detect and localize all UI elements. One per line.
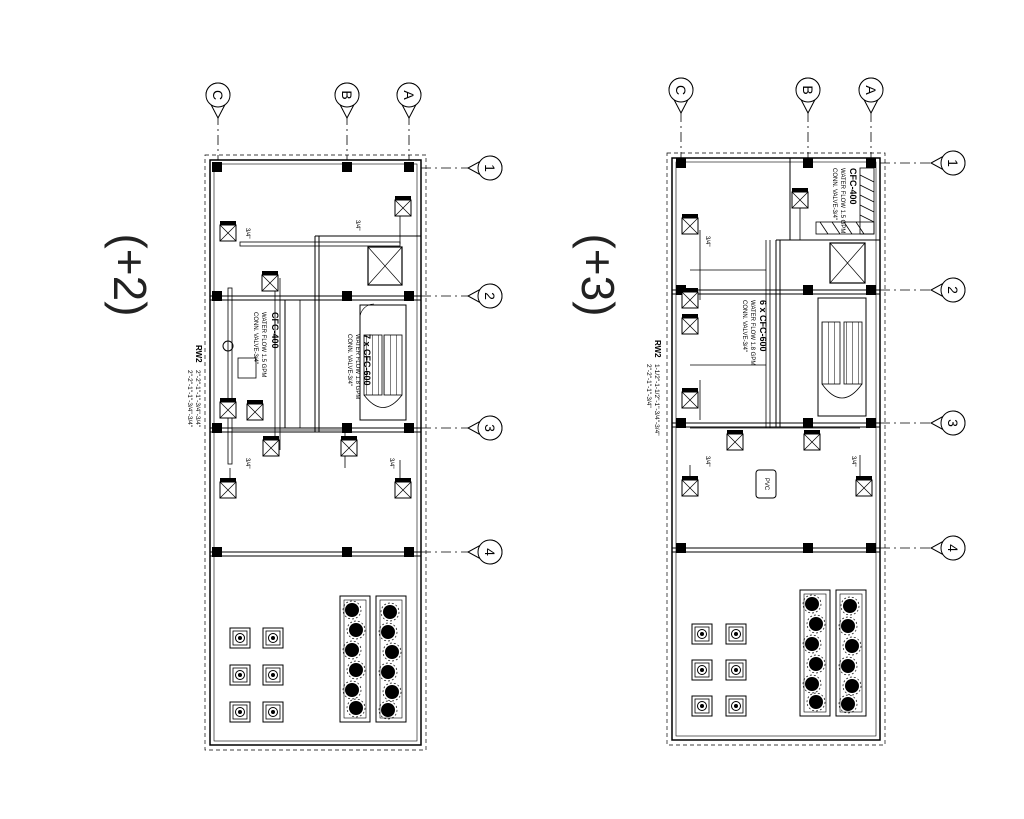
grid-number: 3 <box>945 419 961 427</box>
pipe-label: 3/4" <box>244 228 250 238</box>
building-outline <box>209 159 422 746</box>
grid-bubble-c: C <box>205 82 231 120</box>
grid-bubble-b: B <box>795 77 821 115</box>
grid-number: 3 <box>482 424 498 432</box>
unit-note-b-title: 7 x CFC-600 <box>362 334 372 386</box>
unit-note-title: CFC-400 <box>848 168 858 205</box>
pipe-label: 3/4" <box>244 458 250 468</box>
riser-pipe-sizes-1: 1-1/2"-1-1/2"-1"-3/4"-3/4" <box>653 364 660 436</box>
grid-number: 2 <box>482 292 498 300</box>
riser-box: PVC <box>755 469 777 499</box>
columns <box>676 158 876 553</box>
planter-boxes <box>799 589 867 717</box>
unit-note-b-title: 6 x CFC-600 <box>758 300 768 352</box>
grid-letter: B <box>800 85 816 94</box>
planter-boxes <box>339 595 407 723</box>
grid-bubble-b: B <box>334 82 360 120</box>
grid-number: 4 <box>482 548 498 556</box>
unit-note-line1: WATER FLOW 1.5 GPM <box>260 312 266 377</box>
elevator-shaft <box>367 246 403 286</box>
grid-bubbles-letters: C B A <box>668 77 884 115</box>
riser-pipe-sizes-2: 2"-2"-1"-1"-3/4" <box>645 364 652 408</box>
grid-number: 1 <box>482 164 498 172</box>
elevator-shaft <box>829 242 866 284</box>
grid-letter: A <box>863 85 879 95</box>
pipe-label: 3/4" <box>704 236 710 246</box>
grid-bubble-c: C <box>668 77 694 115</box>
annotations: CFC-400 WATER FLOW 1.5 GPM CONN. VALVE-3… <box>104 220 394 468</box>
piping <box>689 200 861 488</box>
level-label: (+2) <box>104 233 156 316</box>
plan-level-plus-2: C B A 1 2 3 4 CFC-400 WATER FLOW 1.5 GPM… <box>104 82 503 751</box>
planter-pots <box>229 627 284 723</box>
unit-note-b-line1: WATER FLOW 1.8 GPM <box>749 300 755 365</box>
unit-note-b-line2: CONN. VALVE-3/4" <box>346 334 352 386</box>
grid-number: 2 <box>945 286 961 294</box>
riser-pipe-sizes-1: 2"-2"-1"-1"-3/4"-3/4" <box>194 370 201 428</box>
staircase <box>817 297 867 417</box>
unit-note-title: CFC-400 <box>270 312 280 349</box>
unit-note-b-line1: WATER FLOW 1.8 GPM <box>354 334 360 399</box>
hatched-shaft <box>815 167 875 235</box>
plan-level-plus-3: PVC C B A 1 2 3 4 CFC- <box>572 77 966 746</box>
staircase <box>359 303 407 421</box>
unit-note-line2: CONN. VALVE-3/4" <box>252 312 258 364</box>
grid-bubbles-numbers: 1 2 3 4 <box>466 155 503 565</box>
grid-number: 1 <box>945 159 961 167</box>
grid-lines <box>680 112 940 549</box>
grid-bubble-a: A <box>858 77 884 115</box>
grid-letter: C <box>673 85 689 95</box>
riser-tag: RW2 <box>194 345 203 363</box>
pipe-label: 3/4" <box>850 456 856 466</box>
unit-note-b-line2: CONN. VALVE-3/4" <box>741 300 747 352</box>
unit-note-line1: WATER FLOW 1.5 GPM <box>839 168 845 233</box>
unit-note-line2: CONN. VALVE-3/4" <box>831 168 837 220</box>
riser-tag: RW2 <box>653 340 662 358</box>
level-label: (+3) <box>572 233 624 316</box>
grid-bubble-a: A <box>396 82 422 120</box>
pipe-label: 3/4" <box>354 220 360 230</box>
grid-number: 4 <box>945 544 961 552</box>
grid-bubbles-numbers: 1 2 3 4 <box>929 150 966 561</box>
piping <box>227 210 401 490</box>
columns <box>212 162 414 557</box>
fan-coil-units <box>219 195 412 499</box>
grid-letter: B <box>339 90 355 99</box>
building-outline <box>671 157 881 741</box>
grid-letter: C <box>210 90 226 100</box>
pipe-label: 3/4" <box>704 456 710 466</box>
riser-box-label: PVC <box>763 478 769 491</box>
planter-pots <box>691 623 747 717</box>
pipe-label: 3/4" <box>388 458 394 468</box>
annotations: CFC-400 WATER FLOW 1.5 GPM CONN. VALVE-3… <box>572 168 858 466</box>
grid-bubbles-letters: C B A <box>205 82 422 120</box>
grid-letter: A <box>401 90 417 100</box>
riser-pipe-sizes-2: 2"-2"-1"-1"-3/4"-3/4" <box>186 370 193 428</box>
